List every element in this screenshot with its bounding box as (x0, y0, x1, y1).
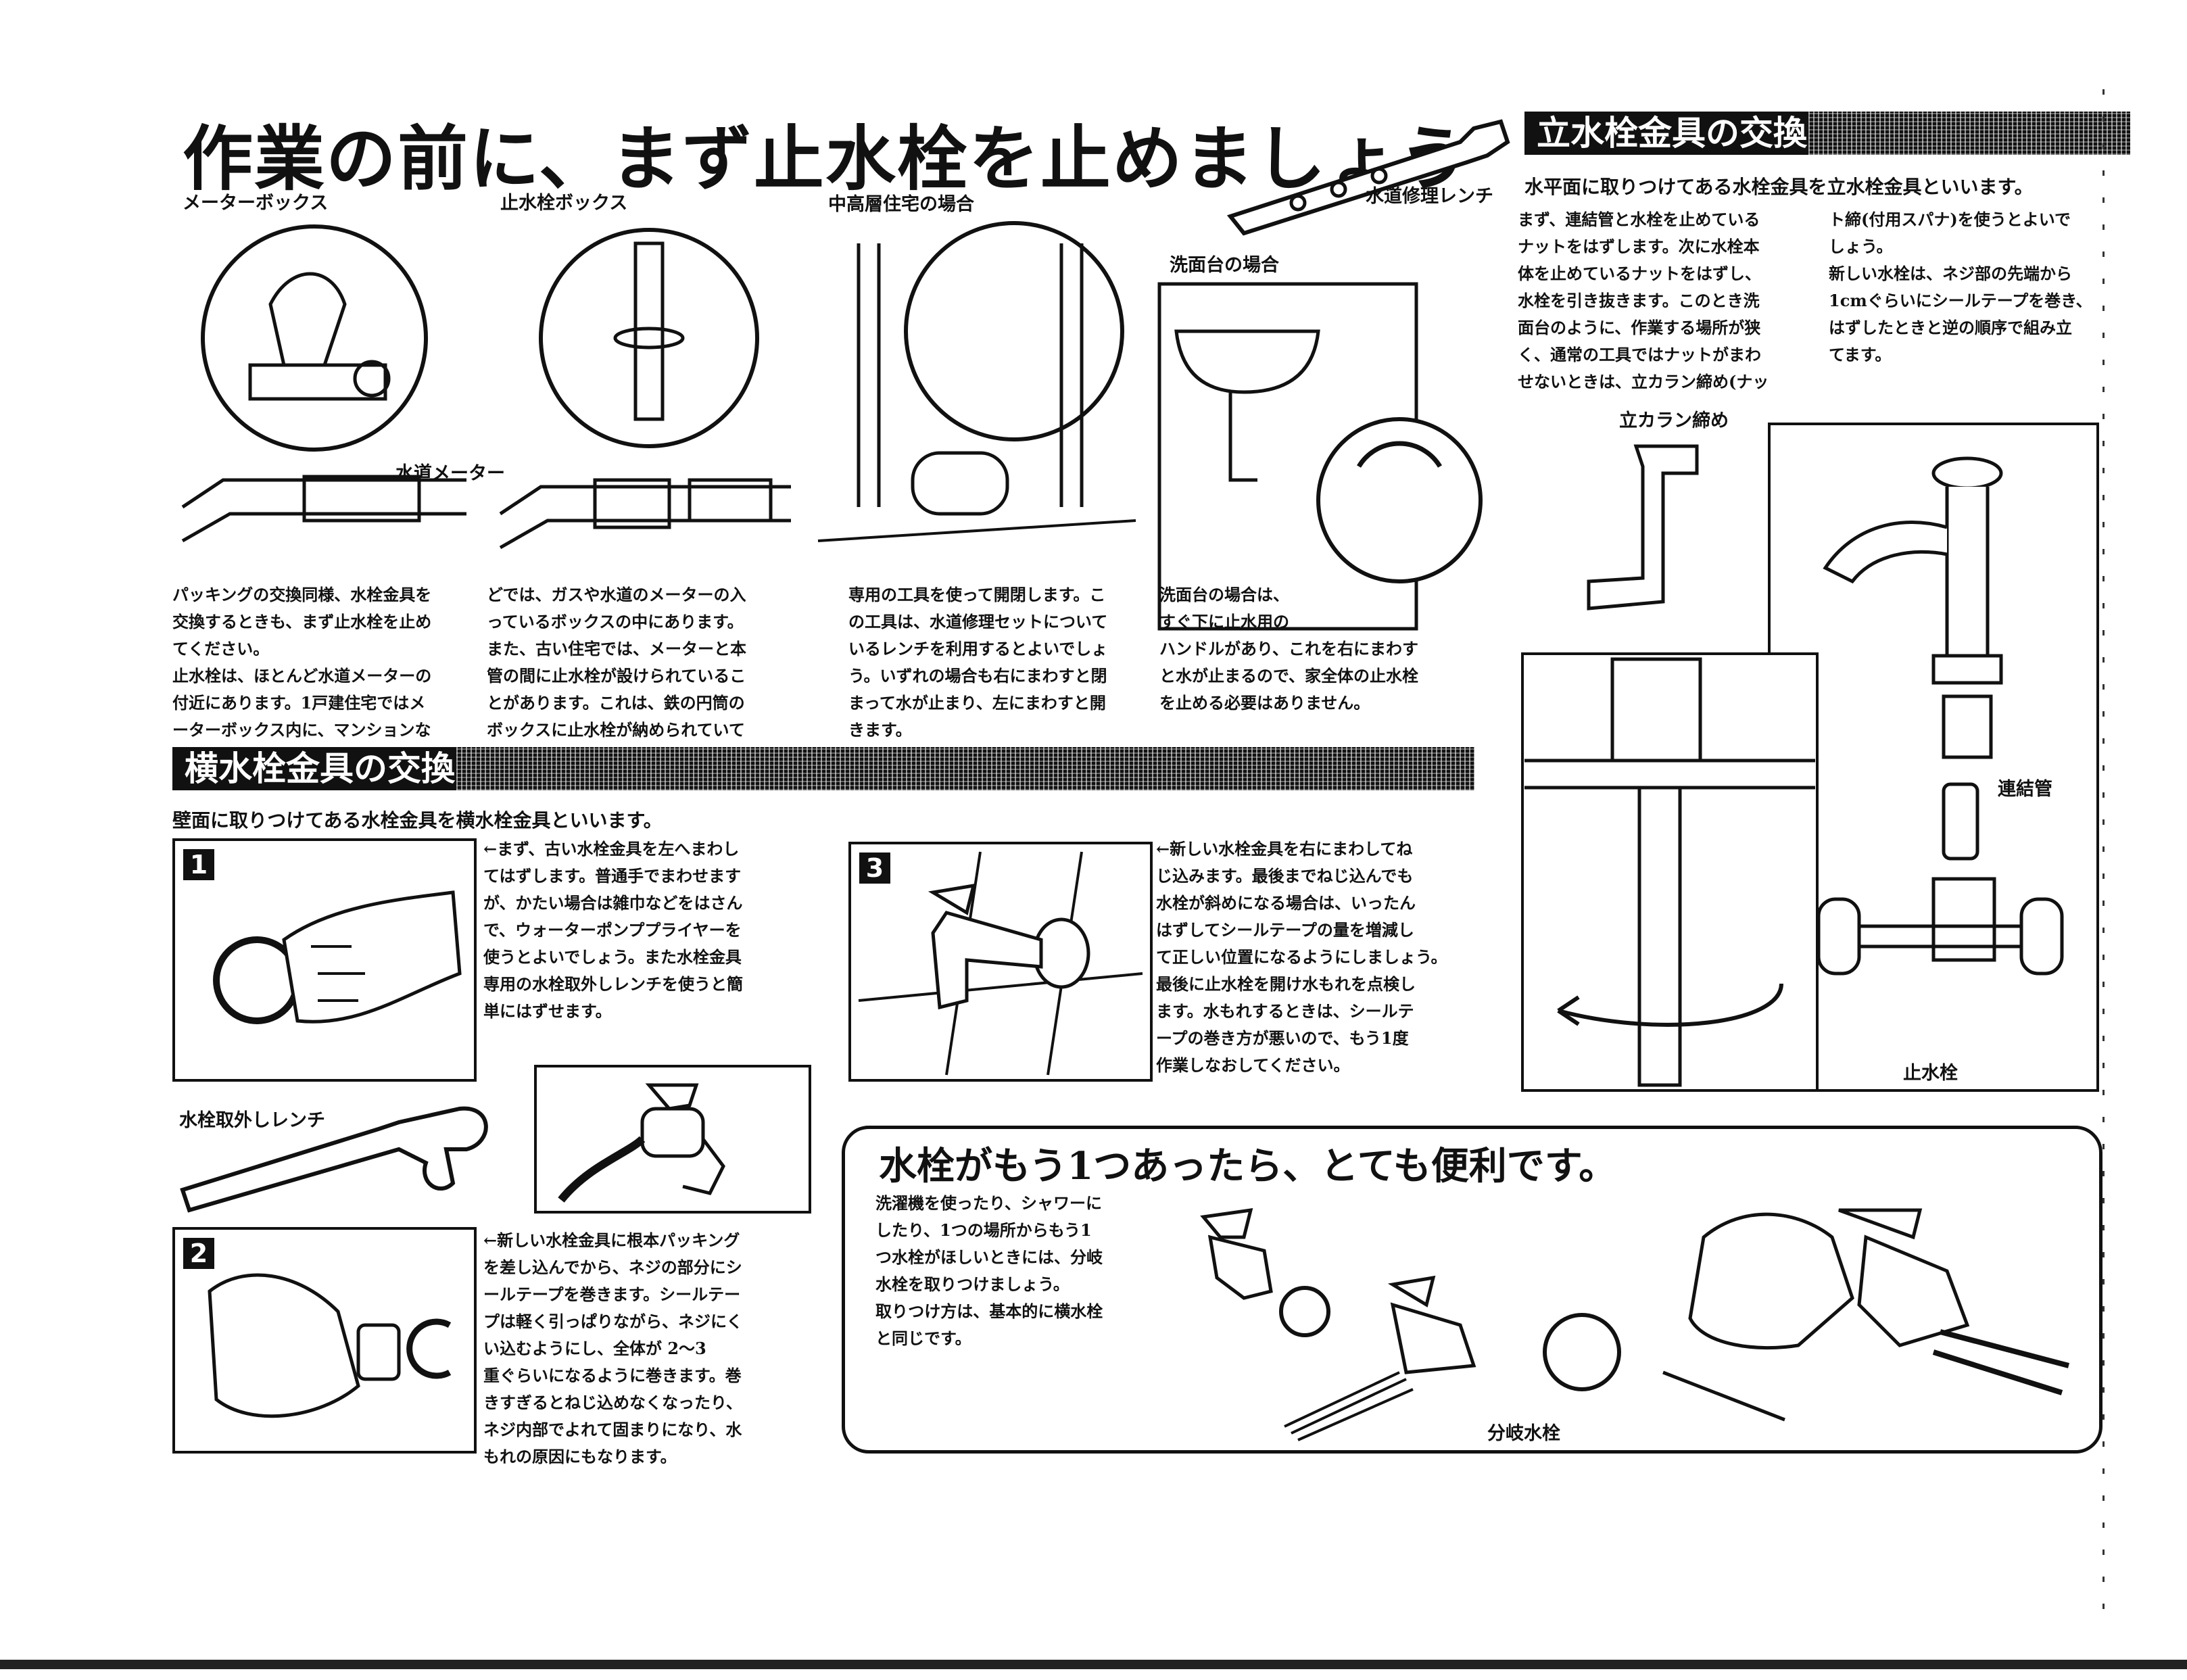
paragraph-col1: パッキングの交換同様、水栓金具を 交換するときも、まず止水栓を止め てください。… (172, 585, 432, 740)
vertical-text-right: ト締(付用スパナ)を使うとよいで しょう。 新しい水栓は、ネジ部の先端から 1c… (1829, 210, 2092, 364)
meter-box-illustration (181, 224, 466, 543)
paragraph-col3: 専用の工具を使って開閉します。こ の工具は、水道修理セットについて いるレンチを… (848, 585, 1108, 740)
label-vertical-caran: 立カラン締め (1619, 410, 1729, 431)
basin-faucet-illustration (1524, 657, 1815, 1087)
stopcock-box-illustration (499, 228, 791, 550)
label-wash-basin: 洗面台の場合 (1170, 255, 1279, 276)
horizontal-heading: 横水栓金具の交換 (185, 749, 455, 788)
vertical-heading-banner: 立水栓金具の交換 (1524, 112, 2130, 155)
caran-wrench-illustration (1587, 444, 1699, 610)
step3-illustration (858, 851, 1143, 1076)
apartment-illustration (817, 221, 1136, 542)
step3-text: ←新しい水栓金具を右にまわしてね じ込みます。最後までねじ込んでも 水栓が斜めに… (1156, 839, 1447, 1075)
vertical-intro: 水平面に取りつけてある水栓金具を立水栓金具といいます。 (1524, 176, 2034, 198)
step3-badge: 3 (859, 853, 890, 884)
label-connecting-pipe: 連結管 (1998, 779, 2052, 800)
label-apartment: 中高層住宅の場合 (828, 194, 974, 215)
scan-bottom-bar (0, 1660, 2187, 1669)
vertical-heading: 立水栓金具の交換 (1537, 114, 1807, 153)
banner-texture (1808, 112, 2130, 155)
label-meter-box: メーターボックス (183, 193, 329, 214)
branch-faucet-illustration (1200, 1207, 2070, 1441)
label-stopcock-box: 止水栓ボックス (500, 193, 628, 214)
vertical-faucet-illustration (1817, 456, 2064, 976)
label-branch-faucet: 分岐水栓 (1487, 1423, 1560, 1444)
faucet-wrench-illustration (180, 1106, 488, 1213)
removed-faucet-illustration (558, 1083, 725, 1203)
label-stopcock: 止水栓 (1903, 1063, 1958, 1084)
repair-wrench-illustration (1226, 119, 1510, 236)
step1-illustration (213, 890, 462, 1024)
step1-text: ←まず、古い水栓金具を左へまわし てはずします。普通手でまわせます が、かたい場… (483, 839, 743, 1021)
banner-texture (456, 747, 1474, 790)
callout-text: 洗濯機を使ったり、シャワーに したり、1つの場所からもう1 つ水栓がほしいときに… (875, 1193, 1103, 1348)
step2-illustration (208, 1273, 452, 1418)
vertical-text-left: まず、連結管と水栓を止めている ナットをはずします。次に水栓本 体を止めているナ… (1518, 210, 1769, 391)
scan-edge-line (2102, 88, 2105, 1609)
step2-badge: 2 (183, 1238, 214, 1269)
horizontal-heading-banner: 横水栓金具の交換 (172, 747, 1474, 790)
callout-title: 水栓がもう1つあったら、とても便利です。 (879, 1144, 1617, 1189)
horizontal-intro: 壁面に取りつけてある水栓金具を横水栓金具といいます。 (172, 809, 663, 832)
label-faucet-wrench: 水栓取外しレンチ (179, 1110, 325, 1131)
step1-badge: 1 (183, 849, 214, 880)
paragraph-col4: 洗面台の場合は、 すぐ下に止水用の ハンドルがあり、これを右にまわす と水が止ま… (1159, 585, 1419, 713)
paragraph-col2: どでは、ガスや水道のメーターの入 っているボックスの中にあります。 また、古い住… (487, 585, 746, 740)
branch-faucet-callout (842, 1126, 2102, 1454)
page-title: 作業の前に、まず止水栓を止めましょう (183, 117, 1470, 200)
wash-basin-illustration (1157, 282, 1483, 631)
step2-text: ←新しい水栓金具に根本パッキング を差し込んでから、ネジの部分にシ ールテープを… (483, 1230, 743, 1466)
label-repair-wrench: 水道修理レンチ (1366, 186, 1493, 207)
